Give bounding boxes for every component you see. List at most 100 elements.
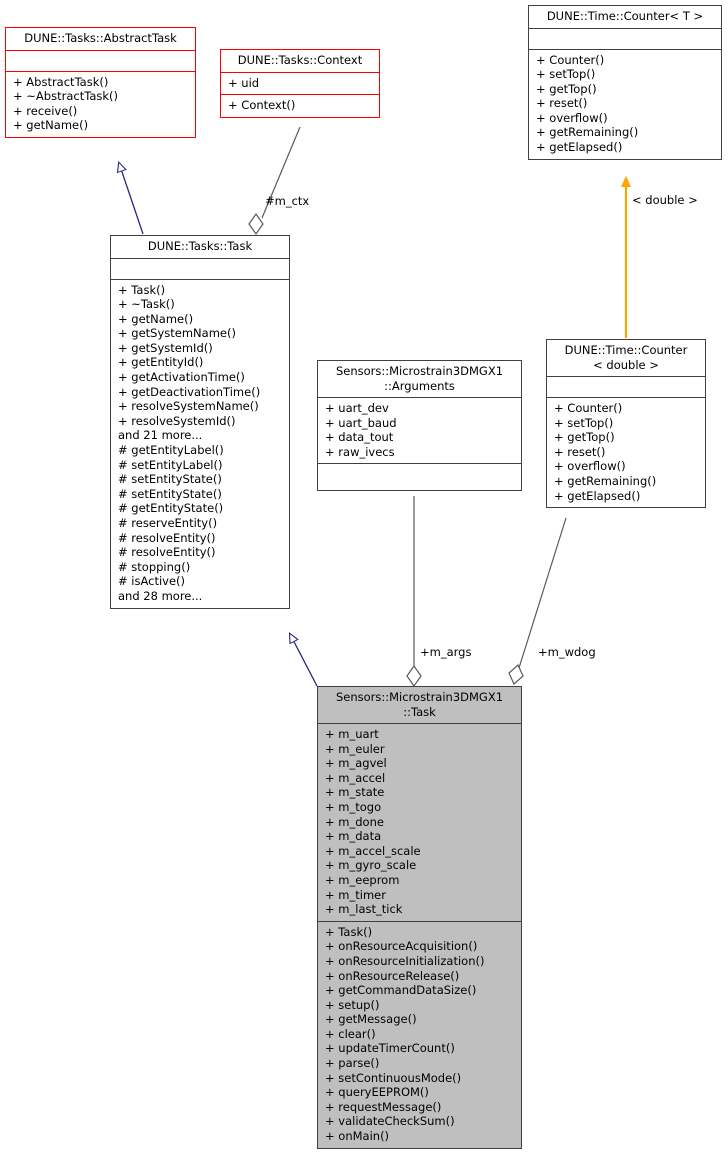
member-row: + getMessage() [325, 1012, 417, 1027]
divider [318, 463, 521, 465]
operations-compartment: + Task() + ~Task() + getName() + getSyst… [111, 280, 289, 608]
member-row: + clear() [325, 1026, 376, 1041]
edge-label-m-ctx: #m_ctx [265, 194, 310, 208]
divider [111, 278, 289, 280]
member-row: + onMain() [325, 1129, 390, 1144]
operations-compartment: + Counter() + setTop() + getTop() + rese… [529, 50, 721, 159]
member-row: # setEntityLabel() [118, 457, 223, 472]
member-row: + Task() [118, 282, 166, 297]
member-row: + resolveSystemName() [118, 399, 259, 414]
divider [6, 70, 195, 72]
member-row: + m_agvel [325, 756, 387, 771]
member-row: and 28 more... [118, 588, 203, 603]
class-box-arguments[interactable]: Sensors::Microstrain3DMGX1 ::Arguments +… [317, 360, 522, 492]
attributes-compartment: + m_uart + m_euler + m_agvel + m_accel +… [318, 724, 521, 921]
attributes-compartment [529, 29, 721, 49]
member-row: + getActivationTime() [118, 370, 245, 385]
member-row: + getSystemId() [118, 340, 213, 355]
member-row: + m_accel_scale [325, 843, 421, 858]
member-row: + onResourceAcquisition() [325, 939, 478, 954]
member-row: + m_gyro_scale [325, 858, 417, 873]
edge-label-template-double: < double > [632, 193, 698, 207]
divider [318, 920, 521, 922]
member-row: # resolveEntity() [118, 530, 216, 545]
member-row: + Task() [325, 924, 373, 939]
edge-task-inherits-abstracttask [119, 163, 144, 235]
member-row: + overflow() [554, 459, 626, 474]
operations-compartment: + Counter() + setTop() + getTop() + rese… [547, 398, 705, 507]
member-row: + queryEEPROM() [325, 1085, 429, 1100]
attributes-compartment [547, 377, 705, 397]
member-row: + m_euler [325, 741, 385, 756]
operations-compartment [318, 464, 521, 490]
class-box-abstract-task[interactable]: DUNE::Tasks::AbstractTask + AbstractTask… [5, 27, 196, 138]
member-row: + getRemaining() [536, 125, 639, 140]
member-row: + setTop() [536, 67, 596, 82]
member-row: + requestMessage() [325, 1099, 442, 1114]
member-row: + parse() [325, 1056, 380, 1071]
edge-label-m-args: +m_args [420, 645, 472, 659]
member-row: + m_last_tick [325, 902, 403, 917]
member-row: # resolveEntity() [118, 545, 216, 560]
member-row: + ~Task() [118, 297, 175, 312]
class-title: Sensors::Microstrain3DMGX1 ::Task [335, 690, 504, 719]
member-row: + m_data [325, 829, 382, 844]
member-row: + onResourceInitialization() [325, 953, 485, 968]
edge-microtask-has-wdog [508, 517, 567, 685]
member-row: + Counter() [536, 52, 605, 67]
class-box-context[interactable]: DUNE::Tasks::Context + uid + Context() [220, 49, 380, 118]
member-row: # stopping() [118, 559, 191, 574]
class-title: Sensors::Microstrain3DMGX1 ::Arguments [335, 364, 504, 393]
member-row: + getDeactivationTime() [118, 384, 261, 399]
edge-microtask-has-args [406, 496, 422, 688]
operations-compartment: + Task() + onResourceAcquisition() + onR… [318, 922, 521, 1148]
member-row: + AbstractTask() [13, 74, 109, 89]
member-row: + m_state [325, 785, 385, 800]
member-row: + reset() [554, 444, 606, 459]
operations-compartment: + Context() [221, 95, 379, 117]
divider [111, 257, 289, 259]
member-row: + setContinuousMode() [325, 1070, 462, 1085]
member-row: and 21 more... [118, 428, 203, 443]
member-row: + m_togo [325, 799, 382, 814]
class-title: DUNE::Tasks::AbstractTask [24, 31, 177, 45]
member-row: + getCommandDataSize() [325, 983, 477, 998]
class-box-counter-t[interactable]: DUNE::Time::Counter< T > + Counter() + s… [528, 5, 722, 160]
divider [221, 94, 379, 96]
member-row: + getName() [13, 118, 89, 133]
attributes-compartment [111, 259, 289, 279]
member-row: + data_tout [325, 430, 394, 445]
divider [547, 397, 705, 398]
edge-task-has-context [248, 126, 301, 236]
member-row: + validateCheckSum() [325, 1114, 455, 1129]
member-row: # setEntityState() [118, 486, 222, 501]
divider [529, 48, 721, 50]
member-row: + onResourceRelease() [325, 968, 460, 983]
member-row: + Context() [228, 98, 296, 113]
attributes-compartment [6, 51, 195, 71]
edge-label-m-wdog: +m_wdog [538, 645, 596, 659]
member-row: + receive() [13, 103, 78, 118]
attributes-compartment: + uid [221, 73, 379, 95]
member-row: + reset() [536, 96, 588, 111]
member-row: + m_accel [325, 770, 386, 785]
member-row: + resolveSystemId() [118, 413, 236, 428]
member-row: + getTop() [554, 430, 615, 445]
operations-compartment: + AbstractTask() + ~AbstractTask() + rec… [6, 72, 195, 137]
attributes-compartment: + uart_dev + uart_baud + data_tout + raw… [318, 398, 521, 463]
member-row: + m_timer [325, 887, 386, 902]
member-row: + getRemaining() [554, 473, 657, 488]
class-title: DUNE::Time::Counter< T > [546, 9, 704, 23]
member-row: # setEntityState() [118, 472, 222, 487]
member-row: + uart_dev [325, 401, 389, 415]
member-row: # isActive() [118, 574, 186, 589]
member-row: + raw_ivecs [325, 444, 395, 459]
class-box-counter-double[interactable]: DUNE::Time::Counter < double > + Counter… [546, 339, 706, 509]
member-row: # getEntityLabel() [118, 443, 224, 458]
divider [318, 397, 521, 398]
class-box-microstrain-task[interactable]: Sensors::Microstrain3DMGX1 ::Task + m_ua… [317, 686, 522, 1149]
member-row: + getElapsed() [554, 488, 641, 503]
member-row: + uart_baud [325, 415, 397, 430]
class-box-tasks-task[interactable]: DUNE::Tasks::Task + Task() + ~Task() + g… [110, 235, 290, 609]
